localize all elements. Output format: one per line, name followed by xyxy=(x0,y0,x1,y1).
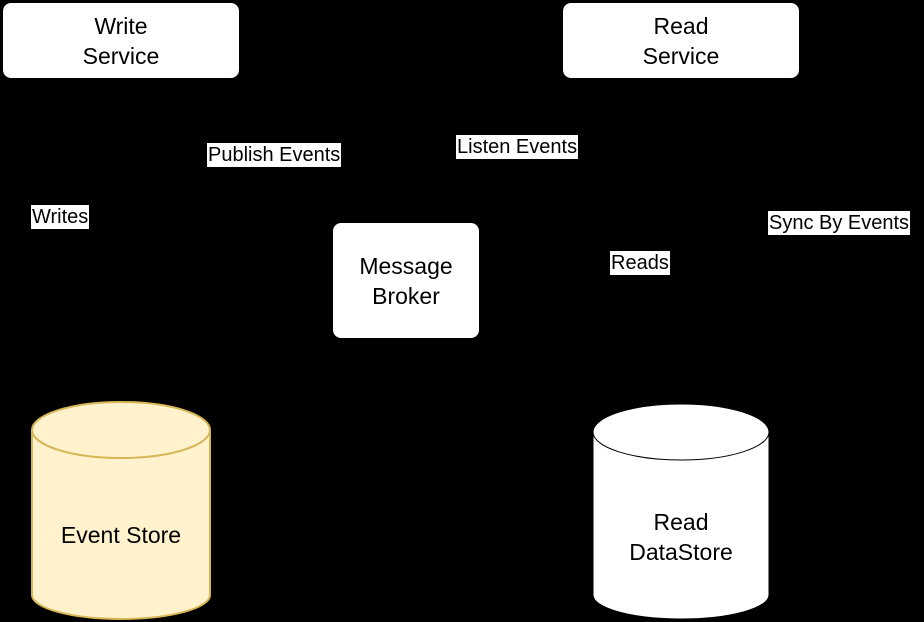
event-store-cylinder xyxy=(31,401,211,620)
listen-events-label: Listen Events xyxy=(456,135,579,159)
read-datastore-cylinder xyxy=(592,403,770,620)
read-datastore-label: Read DataStore xyxy=(629,509,733,565)
reads-label: Reads xyxy=(610,251,670,275)
event-store-label: Event Store xyxy=(60,522,182,548)
message-broker-box[interactable]: Message Broker xyxy=(332,222,480,339)
write-service-box[interactable]: Write Service xyxy=(2,2,240,79)
sync-by-events-label: Sync By Events xyxy=(768,211,911,235)
read-service-box[interactable]: Read Service xyxy=(562,2,800,79)
publish-events-label: Publish Events xyxy=(207,143,342,167)
writes-label: Writes xyxy=(31,205,90,229)
